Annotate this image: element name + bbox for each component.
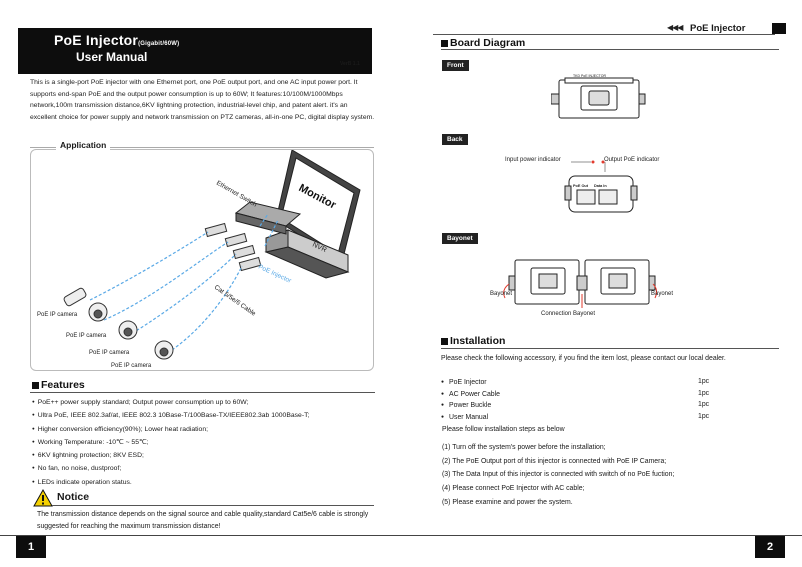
feature-item: No fan, no noise, dustproof; [32,462,377,475]
features-list: PoE++ power supply standard; Output powe… [32,396,377,489]
page-number: 1 [16,536,46,558]
board-rule [441,49,779,50]
footer-rule [401,535,802,536]
notice-text: The transmission distance depends on the… [37,511,369,530]
front-view-diagram [551,77,646,119]
installation-rule [441,348,779,349]
right-page: ◀◀◀ PoE Injector Board Diagram Front TKD… [401,0,802,567]
features-heading: Features [32,379,85,391]
accessory-qty: 1pc [698,401,710,409]
application-heading: Application [56,140,111,150]
notice-rule [52,505,374,506]
accessory-name: Power Buckle [449,402,492,410]
header-rule [433,34,775,35]
application-frame [30,149,374,371]
manual-title: PoE Injector(Gigabit/60W) [54,32,179,48]
step-item: (4) Please connect PoE Injector with AC … [442,485,585,493]
data-in-port-label: Data In [594,184,607,188]
installation-heading-text: Installation [450,335,506,347]
input-indicator-label: Input power indicator [505,157,561,163]
camera-label-4: PoE IP camera [111,363,152,369]
front-label: Front [442,60,469,71]
steps-title: Please follow installation steps as belo… [442,426,565,433]
output-indicator-label: Output PoE indicator [604,157,660,163]
accessory-name: AC Power Cable [449,390,500,398]
accessory-name: User Manual [449,414,489,422]
step-item: (2) The PoE Output port of this injector… [442,457,667,465]
accessory-qty: 1pc [698,378,710,385]
intro-paragraph: This is a single-port PoE injector with … [30,79,375,121]
warning-icon [33,489,53,507]
application-rule [30,147,374,148]
accessory-name: PoE Injector [449,379,487,386]
cable-lines [89,213,279,351]
camera-label-2: PoE IP camera [66,333,107,339]
board-diagram-heading: Board Diagram [441,37,525,49]
connection-bayonet-label: Connection Bayonet [541,311,596,317]
feature-item: Ultra PoE, IEEE 802.3af/at, IEEE 802.3 1… [32,409,377,422]
heading-square-icon [441,338,448,345]
feature-item: Higher conversion efficiency(90%); Lower… [32,423,377,436]
step-item: (3) The Data Input of this injector is c… [442,471,675,479]
application-diagram: Monitor Ethernet Switch NVR PoE Injector… [37,150,361,369]
features-heading-text: Features [41,379,85,391]
board-diagram-heading-text: Board Diagram [450,37,526,49]
header-tab [772,23,786,34]
running-header-title: PoE Injector [690,23,746,34]
manual-title-sub: (Gigabit/60W) [138,41,180,47]
footer-rule [0,535,401,536]
version-label: VerB 1.1 [340,61,360,67]
feature-item: 6KV lightning protection; 8KV ESD; [32,449,377,462]
switch-label: Ethernet Switch [215,180,258,209]
camera-label-3: PoE IP camera [89,350,130,356]
installation-intro: Please check the following accessory, if… [441,355,726,362]
heading-square-icon [441,40,448,47]
installation-heading: Installation [441,335,505,347]
step-item: (1) Turn off the system's power before t… [442,444,606,451]
installation-steps: (1) Turn off the system's power before t… [442,441,787,510]
notice-heading: Notice [57,491,90,503]
bayonet-right-label: Bayonet [651,291,674,297]
manual-title-main: PoE Injector [54,32,139,48]
back-view-diagram [564,160,638,213]
features-rule [30,392,375,393]
bayonet-diagram [503,259,657,308]
bayonet-left-label: Bayonet [490,291,513,297]
cable-label: Cat 5/5e/6 Cable [213,284,257,318]
front-device-label: TKD PoE INJECTOR [573,74,606,78]
accessory-qty: 1pc [698,413,710,421]
feature-item: Working Temperature: -10℃ ~ 55℃; [32,436,377,449]
injector-label: PoE Injector [257,263,293,285]
back-label: Back [442,134,468,145]
title-banner [18,28,372,74]
camera-illustrations [63,287,174,360]
step-item: (5) Please examine and power the system. [442,498,573,506]
feature-item: PoE++ power supply standard; Output powe… [32,396,377,409]
nvr-illustration [264,229,350,279]
camera-label-1: PoE IP camera [37,312,78,318]
left-page: PoE Injector(Gigabit/60W) User Manual Ve… [0,0,401,567]
feature-item: LEDs indicate operation status. [32,476,377,489]
header-arrows-icon: ◀◀◀ [667,23,684,32]
accessory-qty: 1pc [698,389,710,397]
manual-subtitle: User Manual [76,50,148,64]
bayonet-label: Bayonet [442,233,478,244]
heading-square-icon [32,382,39,389]
injector-illustrations [204,222,262,272]
poe-out-port-label: PoE Out [573,184,588,188]
page-number: 2 [755,536,785,558]
